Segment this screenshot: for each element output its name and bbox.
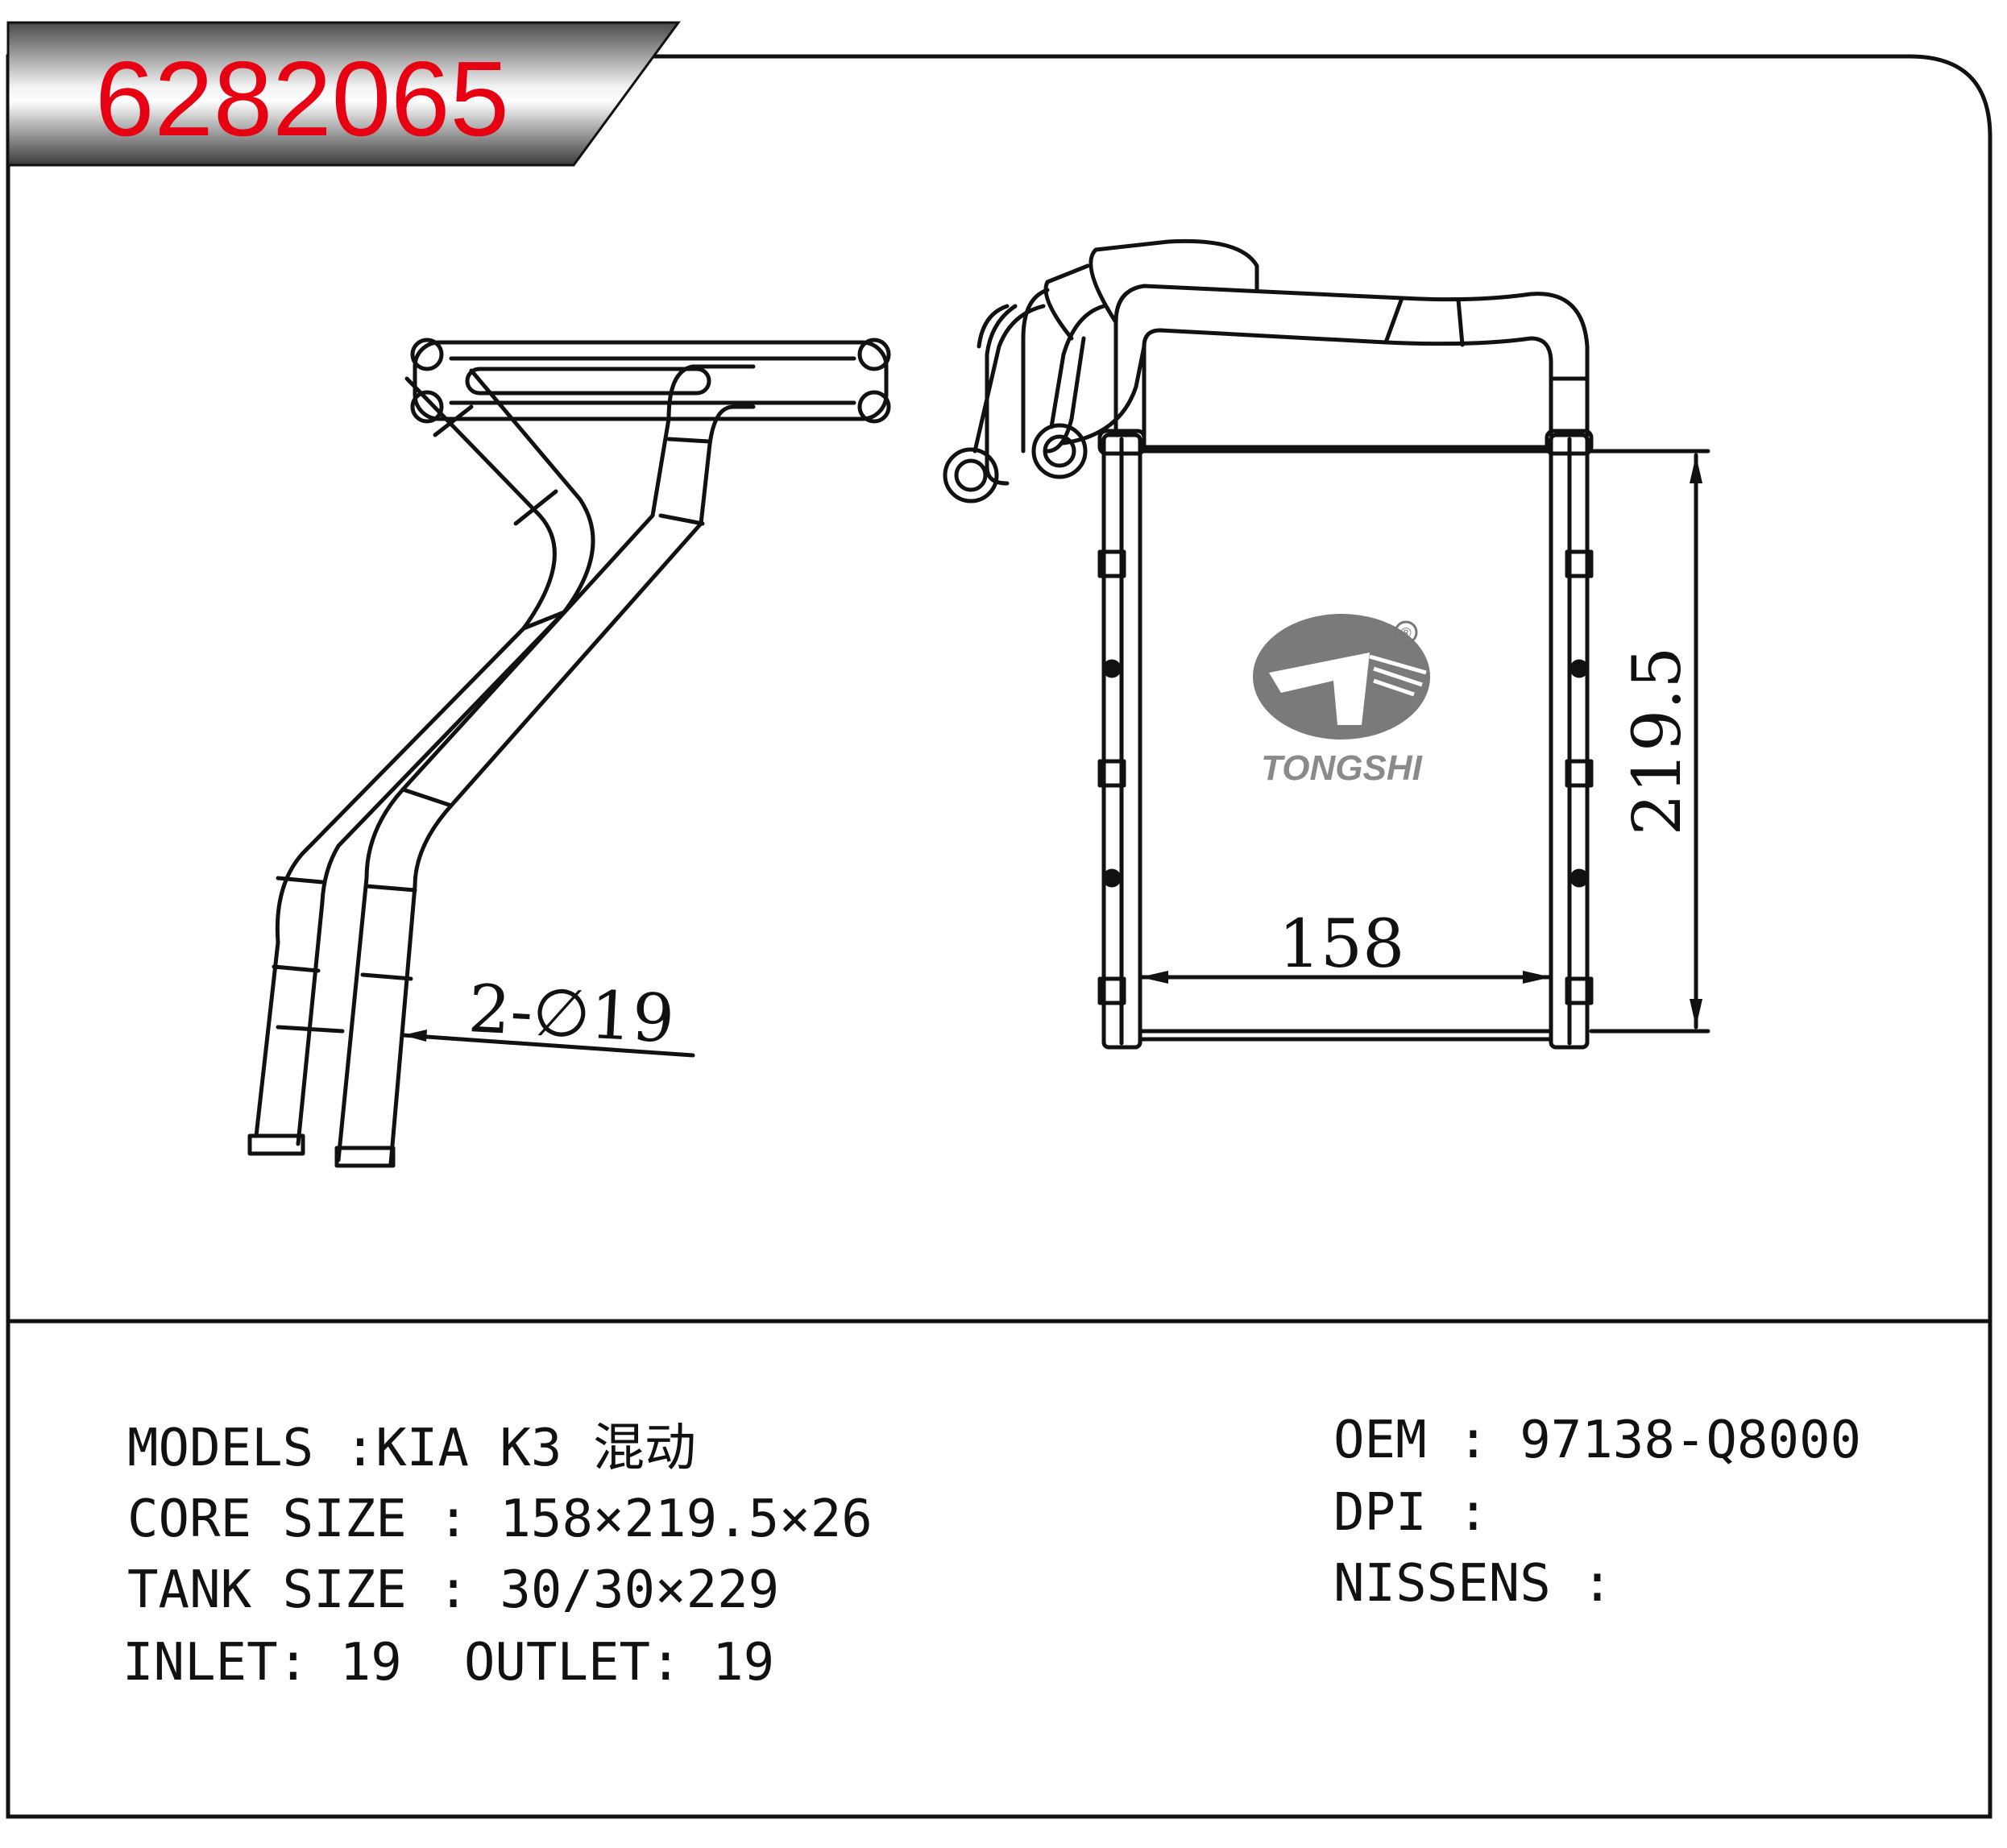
- spec-oem: OEM : 97138-Q8000: [1333, 1411, 1862, 1470]
- pipe-diameter-label: 2-∅19: [467, 971, 676, 1058]
- brand-name: TONGSHI: [1261, 748, 1422, 788]
- side-view: [247, 338, 891, 1168]
- spec-tank-size: TANK SIZE : 30/30×229: [127, 1560, 780, 1620]
- part-number-banner: [6, 21, 681, 167]
- spec-nissens: NISSENS :: [1333, 1554, 1613, 1614]
- spec-inlet-outlet: INLET: 19 OUTLET: 19: [122, 1633, 775, 1693]
- spec-dpi: DPI :: [1333, 1483, 1489, 1543]
- side-tank-bar: [413, 340, 889, 421]
- outlet-ring: [1031, 423, 1088, 479]
- spec-core-size: CORE SIZE : 158×219.5×26: [127, 1490, 873, 1549]
- width-dimension-label: 158: [1279, 906, 1405, 983]
- height-dimension-label: 219.5: [1619, 647, 1696, 836]
- tongshi-logo: ® TONGSHI: [1253, 614, 1430, 788]
- part-number: 6282065: [95, 39, 509, 158]
- sheet-frame: [6, 54, 1992, 1819]
- front-view: [943, 238, 1711, 1050]
- heater-core: [1130, 445, 1561, 1042]
- spec-models: MODELS :KIA K3 混动: [127, 1419, 696, 1478]
- header-pipe: [1113, 284, 1590, 437]
- registered-circle: [1394, 620, 1418, 644]
- inlet-ring: [943, 447, 999, 503]
- registered-mark: ®: [1400, 625, 1411, 641]
